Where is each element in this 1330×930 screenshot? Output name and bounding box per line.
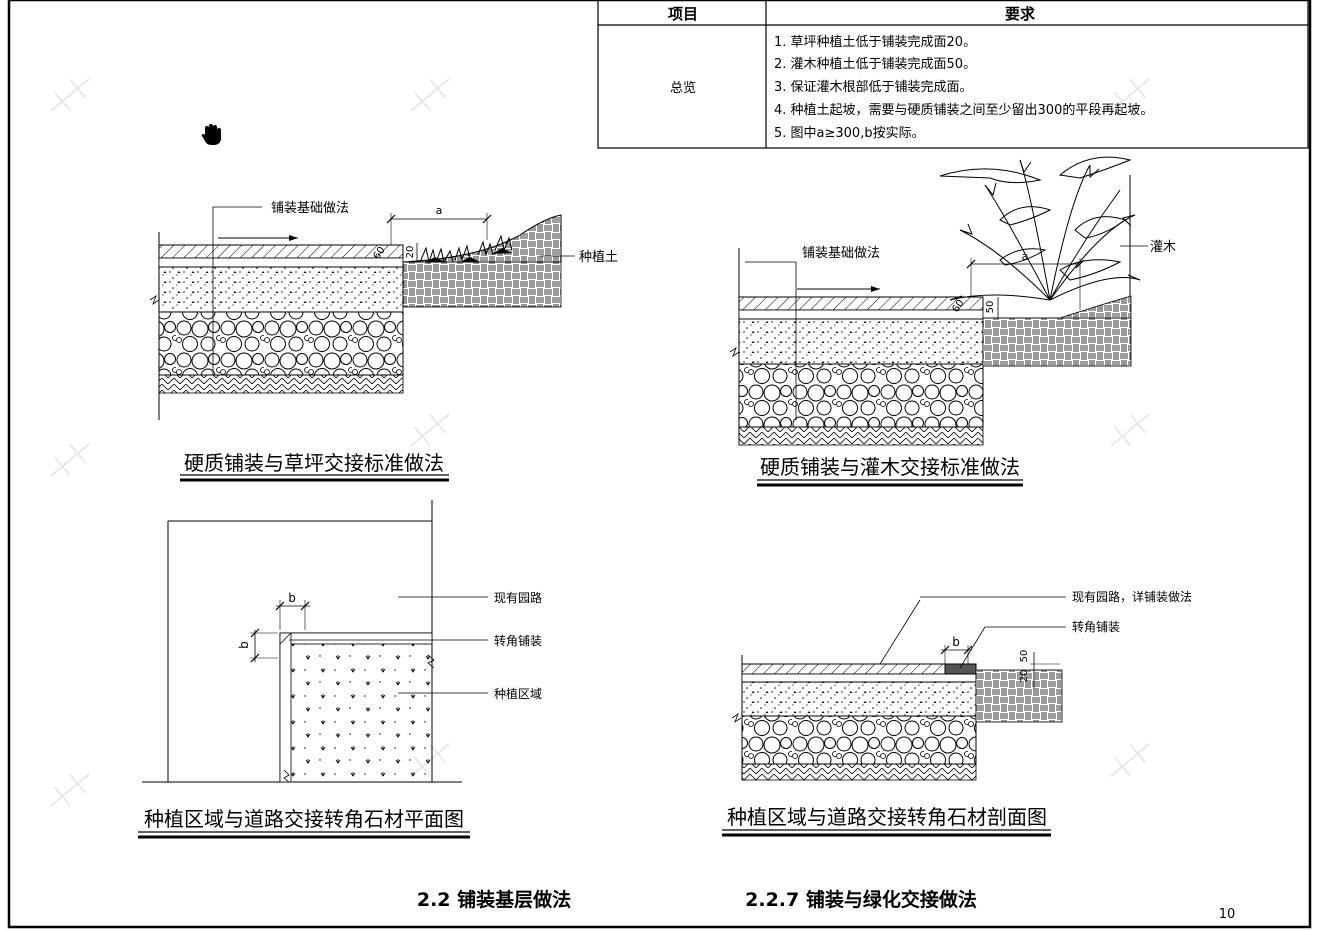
label-paving-base: 铺装基础做法 bbox=[271, 201, 349, 216]
dim-b: b bbox=[952, 635, 960, 649]
label-existing-road: 现有园路 bbox=[494, 590, 542, 605]
title-corner-section: 种植区域与道路交接转角石材剖面图 bbox=[727, 805, 1047, 829]
table-header-requirement: 要求 bbox=[1005, 5, 1036, 23]
planting-soil bbox=[982, 317, 1132, 367]
section-heading: 2.2 铺装基层做法 bbox=[417, 888, 571, 911]
gravel-layer bbox=[158, 311, 404, 376]
paving-layer bbox=[741, 663, 977, 675]
mortar-layer bbox=[158, 257, 404, 268]
hand-cursor-icon bbox=[201, 124, 221, 145]
gravel-layer bbox=[741, 715, 977, 765]
paving-layer bbox=[158, 244, 404, 259]
table-row-label: 总览 bbox=[670, 80, 696, 96]
plan-corner-stone: b b 现有园路 转角铺装 种植区域 种植区域与道路交接转角石材平面图 bbox=[138, 500, 542, 839]
label-paving-base: 铺装基础做法 bbox=[802, 246, 880, 261]
requirement-4: 4. 种植土起坡，需要与硬质铺装之间至少留出300的平段再起坡。 bbox=[774, 102, 1153, 118]
dim-20: 20 bbox=[405, 246, 416, 259]
subgrade-layer bbox=[738, 426, 984, 446]
subsection-heading: 2.2.7 铺装与绿化交接做法 bbox=[745, 888, 977, 911]
shrub-icon bbox=[939, 156, 1141, 301]
corner-paving-strip bbox=[279, 632, 433, 645]
label-corner-paving: 转角铺装 bbox=[1072, 619, 1120, 634]
dim-20: 20 bbox=[1019, 670, 1030, 683]
dim-a: a bbox=[1022, 250, 1029, 263]
label-corner-paving: 转角铺装 bbox=[494, 633, 542, 648]
concrete-layer bbox=[738, 318, 984, 365]
dim-b-vertical: b bbox=[237, 641, 251, 649]
dim-b-horizontal: b bbox=[288, 591, 296, 605]
label-existing-road: 现有园路，详铺装做法 bbox=[1072, 589, 1192, 604]
planting-soil bbox=[402, 261, 562, 308]
dim-a: a bbox=[436, 204, 443, 217]
section-paving-lawn: 铺装基础做法 种植土 a 20 60 硬质铺装与草坪交接标准做法 bbox=[149, 201, 618, 482]
label-planting-area: 种植区域 bbox=[494, 686, 542, 701]
title-corner-plan: 种植区域与道路交接转角石材平面图 bbox=[144, 807, 464, 831]
table-header-item: 项目 bbox=[668, 5, 698, 23]
subgrade-layer bbox=[741, 763, 977, 781]
soil-slope bbox=[402, 214, 562, 263]
title-paving-shrub: 硬质铺装与灌木交接标准做法 bbox=[760, 455, 1020, 479]
gravel-layer bbox=[738, 363, 984, 428]
page-number: 10 bbox=[1219, 907, 1236, 922]
section-corner-stone: 现有园路，详铺装做法 转角铺装 b 20 50 种植区域与道路交接转角石材剖面图 bbox=[722, 589, 1192, 837]
subgrade-layer bbox=[158, 374, 404, 394]
corner-stone bbox=[944, 663, 977, 675]
section-paving-shrub: 铺装基础做法 灌木 a 50 60 硬质铺装与灌木交接标准做法 bbox=[729, 156, 1176, 487]
dim-50: 50 bbox=[985, 301, 996, 314]
requirement-2: 2. 灌木种植土低于铺装完成面50。 bbox=[774, 57, 976, 72]
requirement-1: 1. 草坪种植土低于铺装完成面20。 bbox=[774, 35, 976, 50]
mortar-layer bbox=[738, 309, 984, 320]
requirement-3: 3. 保证灌木根部低于铺装完成面。 bbox=[774, 80, 973, 95]
concrete-layer bbox=[741, 681, 977, 717]
title-paving-lawn: 硬质铺装与草坪交接标准做法 bbox=[184, 451, 444, 475]
requirement-5: 5. 图中a≥300,b按实际。 bbox=[774, 126, 925, 141]
requirements-table: 项目 要求 总览 1. 草坪种植土低于铺装完成面20。 2. 灌木种植土低于铺装… bbox=[597, 0, 1309, 149]
sheet-border bbox=[7, 0, 1312, 929]
mortar-layer bbox=[741, 673, 977, 683]
planting-soil bbox=[975, 669, 1063, 723]
label-planting-soil: 种植土 bbox=[579, 250, 618, 265]
label-shrub: 灌木 bbox=[1150, 240, 1176, 255]
paving-layer bbox=[738, 296, 984, 311]
dim-50: 50 bbox=[1019, 650, 1030, 663]
grass-tuft-icon bbox=[425, 248, 512, 262]
concrete-layer bbox=[158, 266, 404, 313]
corner-paving-strip bbox=[279, 632, 292, 783]
planting-area bbox=[279, 632, 433, 783]
